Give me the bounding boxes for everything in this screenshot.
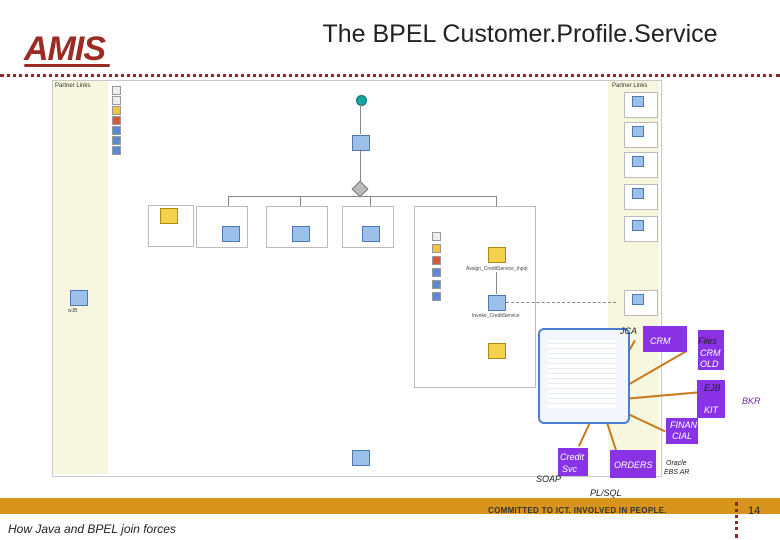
- assign-output-activity[interactable]: [488, 343, 506, 359]
- invoke-credit-service-activity[interactable]: [488, 295, 506, 311]
- orders-box[interactable]: [610, 450, 656, 478]
- right-partner-title: Partner Links: [612, 83, 648, 89]
- files-crm-old-box[interactable]: [698, 330, 724, 370]
- jca-label: JCA: [620, 326, 638, 336]
- plsql-label: PL/SQL: [590, 488, 622, 498]
- palette-icon[interactable]: [432, 280, 441, 289]
- palette-icon[interactable]: [432, 292, 441, 301]
- start-node[interactable]: [356, 95, 367, 106]
- bkr-label: BKR: [742, 396, 761, 406]
- right-partner-links: [610, 92, 658, 322]
- palette-icon[interactable]: [432, 232, 441, 241]
- financial-box[interactable]: [666, 418, 698, 444]
- thumbnail-content: [548, 340, 616, 408]
- partner-link-icon: [632, 126, 644, 137]
- footer-slogan: COMMITTED TO ICT. INVOLVED IN PEOPLE.: [488, 506, 667, 515]
- files-label: Files: [698, 336, 718, 346]
- palette-icon[interactable]: [112, 136, 121, 145]
- flow-branch-line: [228, 196, 496, 197]
- flow-line: [496, 272, 497, 294]
- slide-title: The BPEL Customer.Profile.Service: [322, 20, 718, 48]
- left-partner-link-label: wJB: [68, 308, 78, 314]
- assign-credit-input-label: Assign_CreditService_Input: [466, 266, 528, 272]
- credit-label: Credit: [560, 452, 585, 462]
- header-divider: [0, 74, 780, 81]
- palette-icon[interactable]: [112, 96, 121, 105]
- partner-link-icon: [632, 96, 644, 107]
- palette-icon[interactable]: [112, 126, 121, 135]
- left-partner-lane: [53, 81, 108, 474]
- palette-icon[interactable]: [112, 86, 121, 95]
- palette-toolbar-left: [112, 86, 124, 206]
- invoke-credit-service-label: Invoke_CreditService: [472, 313, 520, 319]
- footer-bar: [0, 498, 780, 514]
- palette-icon[interactable]: [112, 116, 121, 125]
- invoke-activity[interactable]: [362, 226, 380, 242]
- orders-label: ORDERS: [614, 460, 653, 470]
- left-partner-link-icon[interactable]: [70, 290, 88, 306]
- crm-system-box[interactable]: [643, 326, 687, 352]
- kit-label: KIT: [704, 405, 719, 415]
- financial-label-1: FINAN: [670, 420, 697, 430]
- receive-input-activity[interactable]: [352, 135, 370, 151]
- warning-icon[interactable]: [432, 244, 441, 253]
- old-label: OLD: [700, 359, 719, 369]
- ejb-label: EJB: [704, 383, 721, 393]
- flow-line: [360, 149, 361, 182]
- ebs-ar-label: EBS AR: [664, 469, 690, 476]
- partner-link-icon: [632, 220, 644, 231]
- partner-link-icon: [632, 294, 644, 305]
- credit-svc-box[interactable]: [558, 448, 588, 476]
- crm-old-label: CRM: [700, 348, 721, 358]
- footer-caption: How Java and BPEL join forces: [8, 522, 176, 536]
- partner-link-icon: [632, 188, 644, 199]
- logo-swoosh: [24, 64, 110, 67]
- palette-icon[interactable]: [432, 256, 441, 265]
- amis-logo: AMIS: [24, 30, 106, 68]
- ejb-kit-box[interactable]: [697, 380, 725, 418]
- assign-credit-input-activity[interactable]: [488, 247, 506, 263]
- page-number: 14: [748, 505, 761, 517]
- palette-icon[interactable]: [432, 268, 441, 277]
- footer-divider: [735, 502, 742, 538]
- financial-label-2: CIAL: [672, 431, 693, 441]
- oracle-label: Oracle: [666, 460, 687, 467]
- warning-icon[interactable]: [112, 106, 121, 115]
- partner-link-icon: [632, 156, 644, 167]
- svc-label: Svc: [562, 464, 578, 474]
- soap-label: SOAP: [536, 474, 562, 484]
- flow-line: [360, 104, 361, 134]
- invoke-activity[interactable]: [292, 226, 310, 242]
- left-partner-title: Partner Links: [55, 83, 91, 89]
- assign-activity[interactable]: [160, 208, 178, 224]
- scope-toolbar: [432, 232, 442, 322]
- reply-output-activity[interactable]: [352, 450, 370, 466]
- invoke-activity[interactable]: [222, 226, 240, 242]
- partner-connector: [506, 302, 616, 304]
- crm-label: CRM: [650, 336, 671, 346]
- palette-icon[interactable]: [112, 146, 121, 155]
